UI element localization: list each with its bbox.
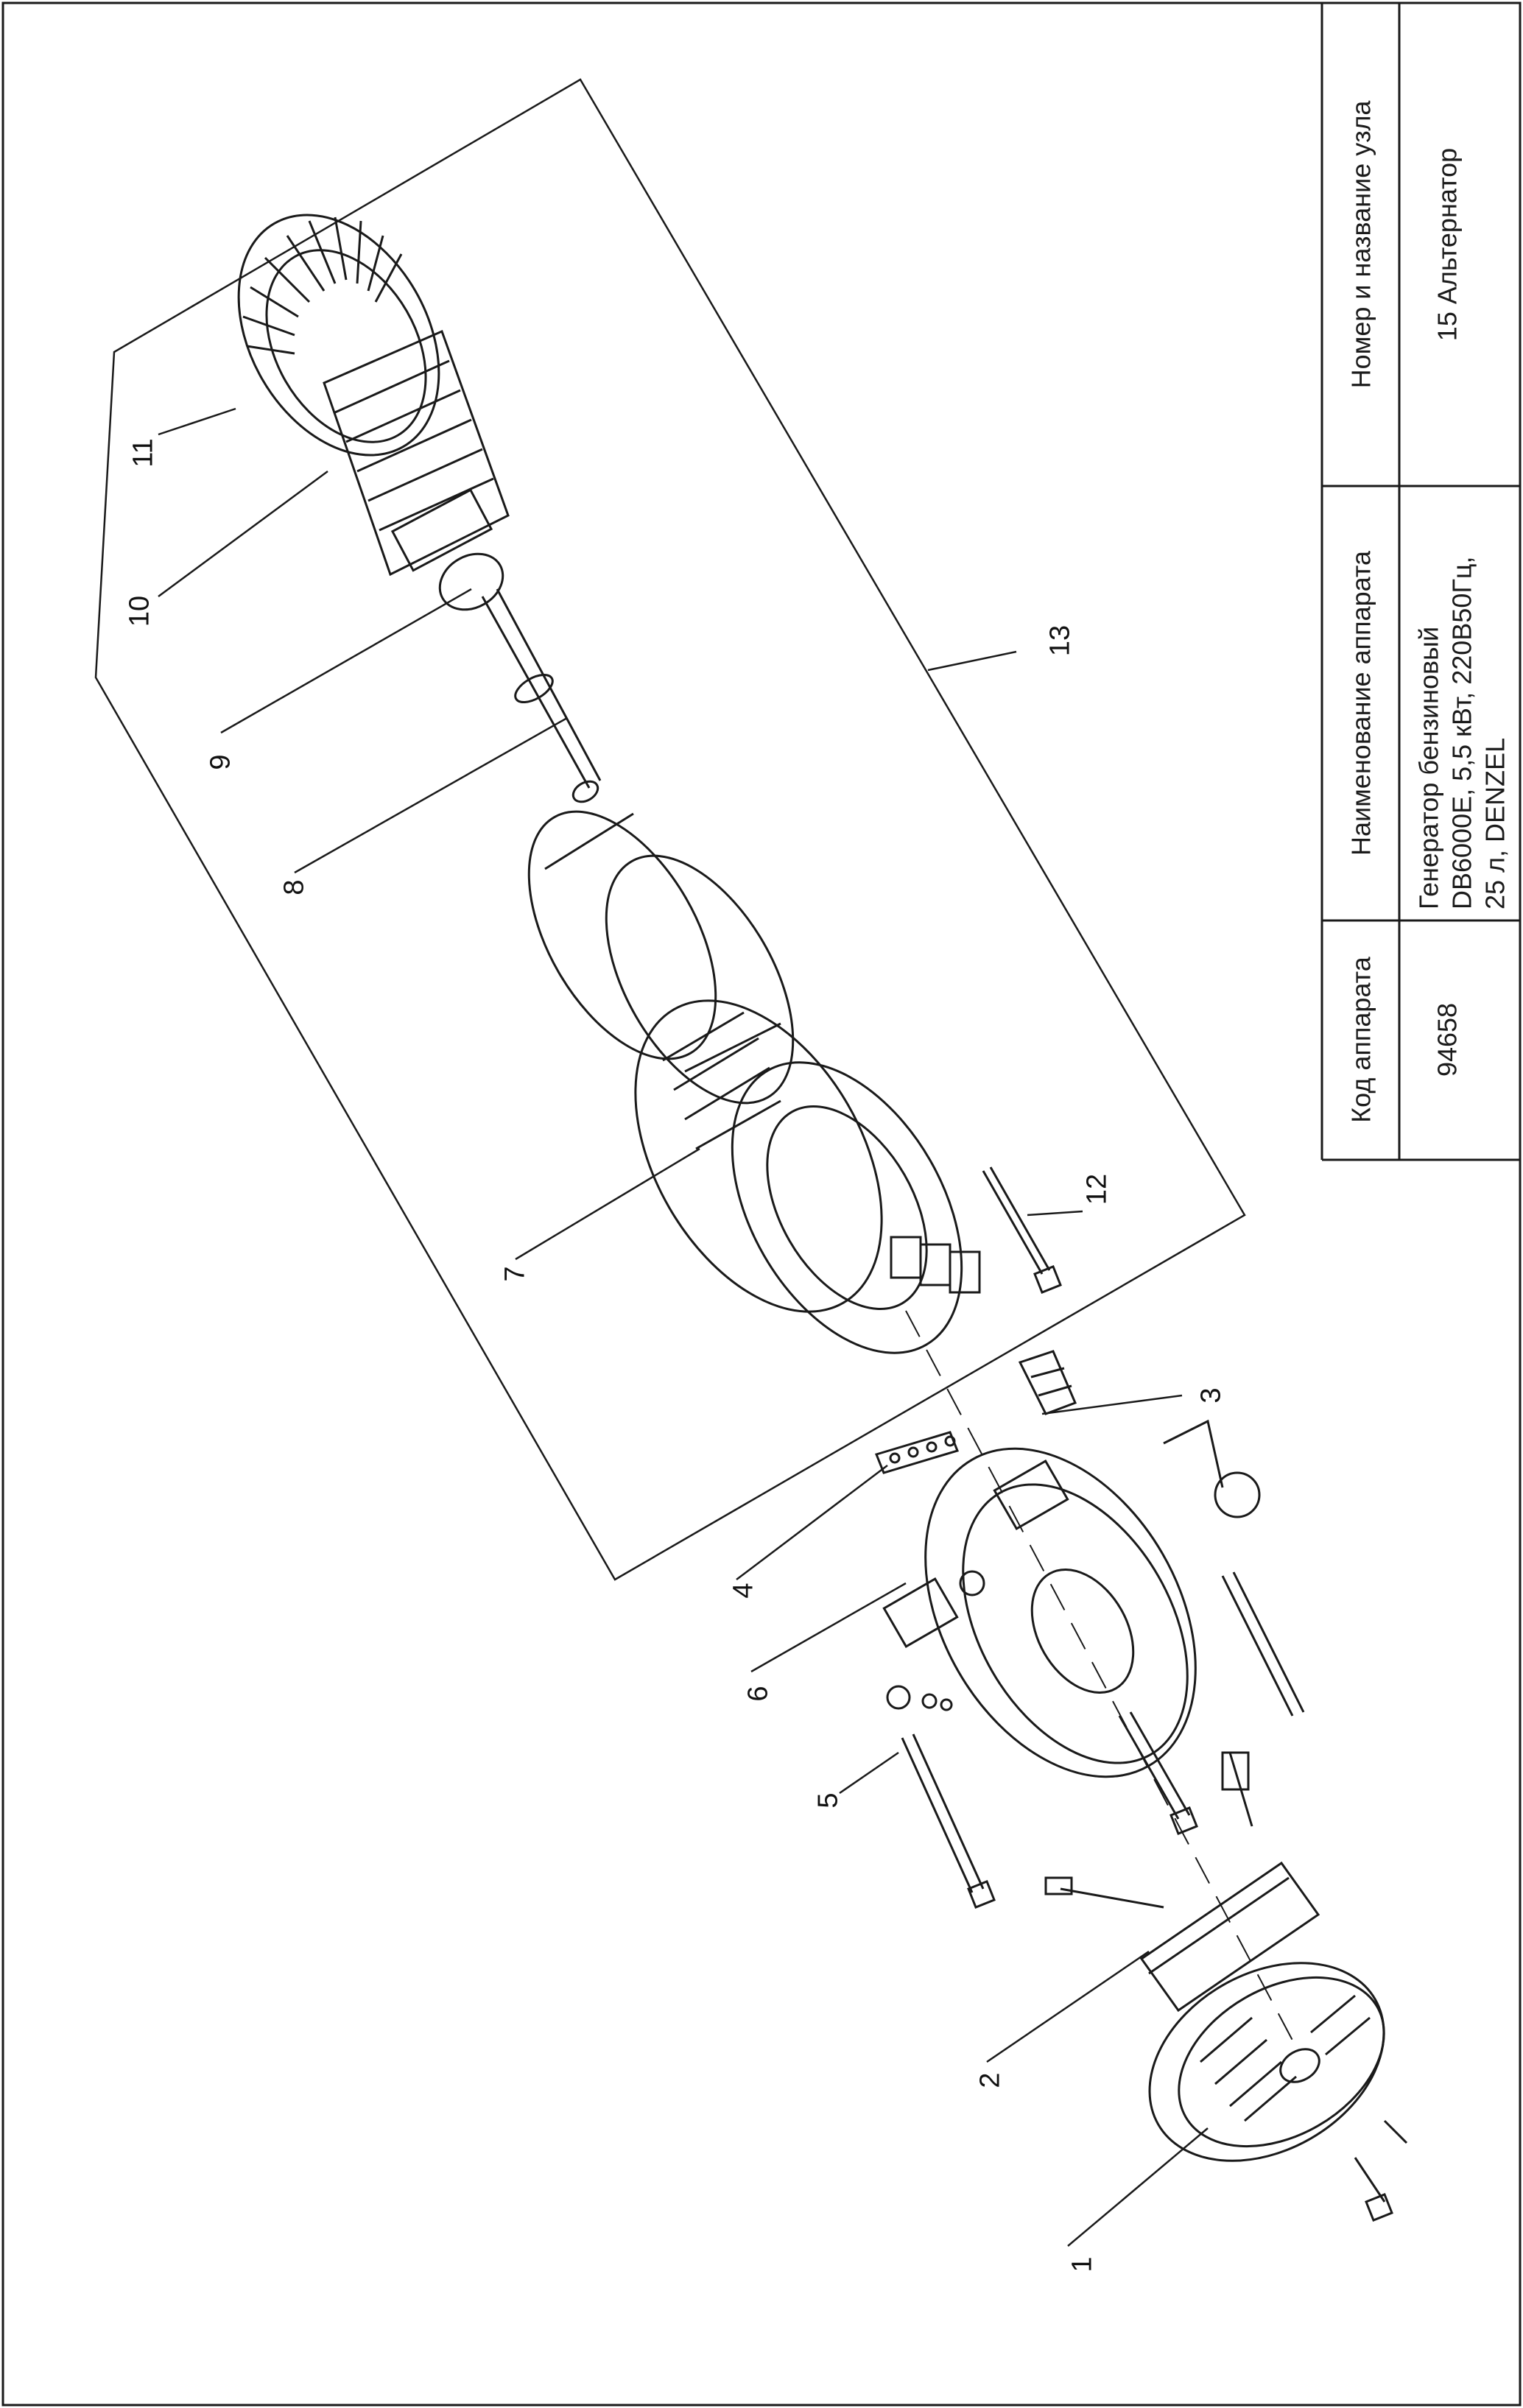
callout-8: 8 (278, 879, 310, 895)
bolt-part-12 (982, 1166, 1062, 1294)
callout-6: 6 (742, 1686, 774, 1702)
header-name-label: Наименование аппарата (1346, 551, 1376, 856)
stator-cover-ring (527, 810, 795, 1105)
callout-3: 3 (1195, 1387, 1227, 1404)
avr-part-2 (1044, 1751, 1320, 2013)
value-name-line-2: DB6000E, 5,5 кВт, 220В50Гц, (1446, 556, 1477, 909)
fan-part-11 (237, 214, 440, 457)
header-unit-label: Номер и название узла (1346, 100, 1376, 389)
end-cover-part-1 (1148, 1962, 1408, 2222)
long-bolts-part-5 (886, 1571, 1305, 1909)
callout-5: 5 (812, 1792, 844, 1809)
rotor-part-10 (323, 329, 510, 611)
value-name: Генератор бензиновый DB6000E, 5,5 кВт, 2… (1413, 497, 1512, 909)
terminal-strip-part-4 (874, 1431, 960, 1474)
brush-holder-part-3 (1018, 1350, 1077, 1415)
callout-12: 12 (1081, 1173, 1113, 1205)
callout-10: 10 (124, 595, 155, 627)
callout-9: 9 (205, 754, 236, 770)
callout-11: 11 (127, 438, 159, 468)
value-code: 94658 (1432, 1002, 1463, 1077)
leader-lines (158, 407, 1209, 2247)
callout-2: 2 (974, 2072, 1006, 2088)
callout-13: 13 (1044, 624, 1076, 657)
value-unit: 15 Альтернатор (1432, 147, 1463, 342)
end-bracket-part-6 (882, 1419, 1261, 1778)
callout-7: 7 (499, 1266, 531, 1282)
value-name-line-1: Генератор бензиновый (1413, 626, 1444, 909)
callout-4: 4 (728, 1583, 759, 1599)
stator-part-7 (634, 999, 981, 1354)
callout-1: 1 (1066, 2256, 1098, 2273)
title-block (1320, 3, 1520, 1161)
value-name-line-3: 25 л, DENZEL (1480, 737, 1510, 909)
assembly-axis (905, 1310, 1297, 2048)
assembly-13-outline (94, 78, 1246, 1581)
shaft-part-9 (481, 588, 602, 803)
header-code-label: Код аппарата (1346, 957, 1376, 1123)
